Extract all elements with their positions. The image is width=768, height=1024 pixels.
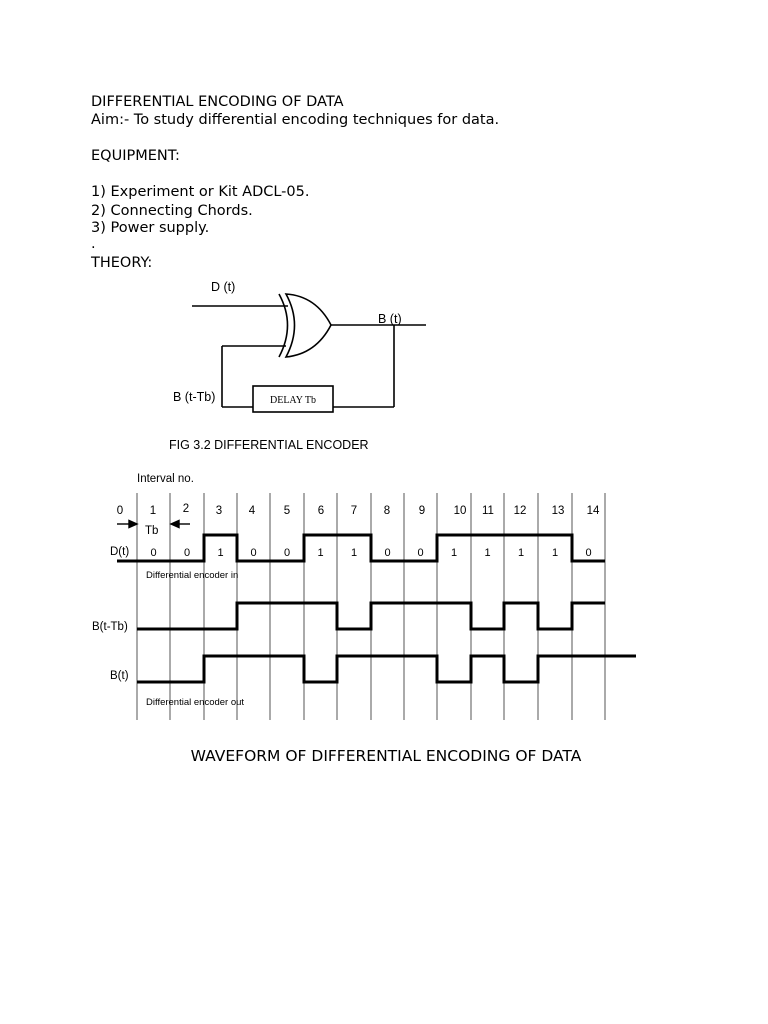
waveform-caption: WAVEFORM OF DIFFERENTIAL ENCODING OF DAT… xyxy=(191,747,582,765)
interval-number-10: 10 xyxy=(454,505,467,517)
aim-text: Aim:- To study differential encoding tec… xyxy=(91,112,500,128)
delay-label: DELAY Tb xyxy=(270,395,316,406)
d-bit-11: 1 xyxy=(518,547,524,559)
d-bit-12: 1 xyxy=(552,547,558,559)
equipment-heading: EQUIPMENT: xyxy=(91,148,180,164)
d-bit-4: 0 xyxy=(284,547,290,559)
d-bit-13: 0 xyxy=(585,547,591,559)
input-label: D (t) xyxy=(211,280,235,294)
equipment-item-3: 3) Power supply. xyxy=(91,220,210,236)
document-title: DIFFERENTIAL ENCODING OF DATA xyxy=(91,94,344,110)
interval-number-13: 13 xyxy=(552,505,565,517)
output-label: B (t) xyxy=(378,312,402,326)
d-bit-0: 0 xyxy=(150,547,156,559)
interval-number-6: 6 xyxy=(318,505,324,517)
d-bit-3: 0 xyxy=(250,547,256,559)
tb-arrow-right xyxy=(128,519,139,529)
interval-number-7: 7 xyxy=(351,505,357,517)
interval-number-14: 14 xyxy=(587,505,600,517)
d-bit-7: 0 xyxy=(384,547,390,559)
d-bit-5: 1 xyxy=(317,547,323,559)
interval-number-8: 8 xyxy=(384,505,390,517)
interval-number-2: 2 xyxy=(183,503,189,515)
tb-label: Tb xyxy=(145,525,158,537)
d-signal-label: D(t) xyxy=(110,546,129,558)
xor-input-arc xyxy=(278,293,289,358)
d-bit-1: 0 xyxy=(184,547,190,559)
waveform-diagram: Interval no. Tb D(t) Differential encode… xyxy=(92,473,636,765)
interval-number-12: 12 xyxy=(514,505,527,517)
encoder-diagram: D (t) B (t) B (t-Tb) DELAY Tb FIG 3.2 DI… xyxy=(169,280,426,452)
interval-number-3: 3 xyxy=(216,505,222,517)
d-waveform xyxy=(117,533,605,563)
tb-arrow-left xyxy=(169,519,180,529)
encoder-caption: FIG 3.2 DIFFERENTIAL ENCODER xyxy=(169,438,369,452)
feedback-label: B (t-Tb) xyxy=(173,390,215,404)
d-bit-6: 1 xyxy=(351,547,357,559)
b-delayed-signal-label: B(t-Tb) xyxy=(92,621,128,633)
interval-header: Interval no. xyxy=(137,473,194,485)
interval-number-4: 4 xyxy=(249,505,256,517)
stray-dot: . xyxy=(91,236,96,252)
d-bit-2: 1 xyxy=(217,547,223,559)
interval-number-9: 9 xyxy=(419,505,425,517)
theory-heading: THEORY: xyxy=(91,255,153,271)
interval-number-1: 1 xyxy=(150,505,156,517)
equipment-item-2: 2) Connecting Chords. xyxy=(91,203,253,219)
b-delayed-waveform xyxy=(137,601,605,631)
xor-gate-body xyxy=(284,293,332,358)
encoder-in-label: Differential encoder in xyxy=(146,570,238,581)
interval-number-5: 5 xyxy=(284,505,290,517)
d-bit-10: 1 xyxy=(484,547,490,559)
encoder-out-label: Differential encoder out xyxy=(146,697,244,708)
delay-block xyxy=(252,385,334,413)
equipment-item-1: 1) Experiment or Kit ADCL-05. xyxy=(91,184,310,200)
interval-number-11: 11 xyxy=(482,505,494,517)
d-bit-9: 1 xyxy=(451,547,457,559)
interval-number-0: 0 xyxy=(117,505,123,517)
b-signal-label: B(t) xyxy=(110,670,129,682)
d-bit-8: 0 xyxy=(417,547,423,559)
b-waveform xyxy=(137,654,636,684)
